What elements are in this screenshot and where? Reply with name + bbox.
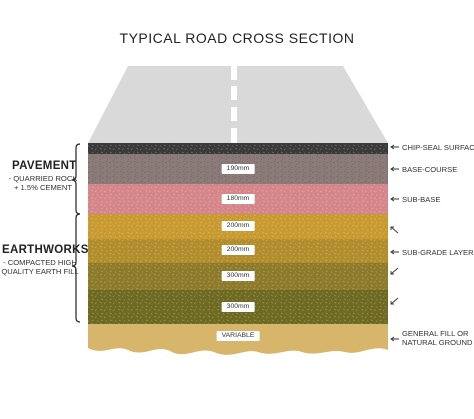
arrow-icons <box>390 144 399 342</box>
earthworks-sub-1: - COMPACTED HIGH <box>3 258 77 267</box>
pavement-bracket <box>71 143 81 215</box>
general-fill-tag: VARIABLE <box>216 331 260 341</box>
subgrade-4-thickness-tag: 300mm <box>221 302 255 312</box>
road-surface <box>88 66 388 143</box>
subgrade-1-thickness-tag: 200mm <box>221 221 255 231</box>
pavement-sub-2: + 1.5% CEMENT <box>13 183 73 192</box>
general-fill-label-1: GENERAL FILL OR <box>402 329 469 338</box>
pavement-title: PAVEMENT <box>12 160 77 172</box>
general-fill-label-2: NATURAL GROUND <box>402 338 473 347</box>
layer-subgrade-1 <box>88 214 388 239</box>
sub-grade-layers-label: SUB-GRADE LAYERS <box>402 248 474 257</box>
road-centre-line <box>231 66 237 143</box>
layer-base-course <box>88 154 388 184</box>
diagram-title: TYPICAL ROAD CROSS SECTION <box>119 30 355 46</box>
layer-chip-seal <box>88 143 388 154</box>
sub-base-label: SUB-BASE <box>402 195 441 204</box>
subgrade-2-thickness-tag: 200mm <box>221 245 255 255</box>
sub-base-thickness-tag: 180mm <box>221 194 255 204</box>
subgrade-3-thickness-tag: 300mm <box>221 271 255 281</box>
earthworks-sub-2: QUALITY EARTH FILL <box>1 267 79 276</box>
base-course-thickness-tag: 190mm <box>221 164 255 174</box>
base-course-label: BASE-COURSE <box>402 165 458 174</box>
pavement-sub-1: - QUARRIED ROCK <box>8 174 78 183</box>
earthworks-bracket <box>71 213 81 323</box>
chip-seal-label: CHIP-SEAL SURFACE <box>402 143 474 152</box>
earthworks-title: EARTHWORKS <box>2 244 89 256</box>
